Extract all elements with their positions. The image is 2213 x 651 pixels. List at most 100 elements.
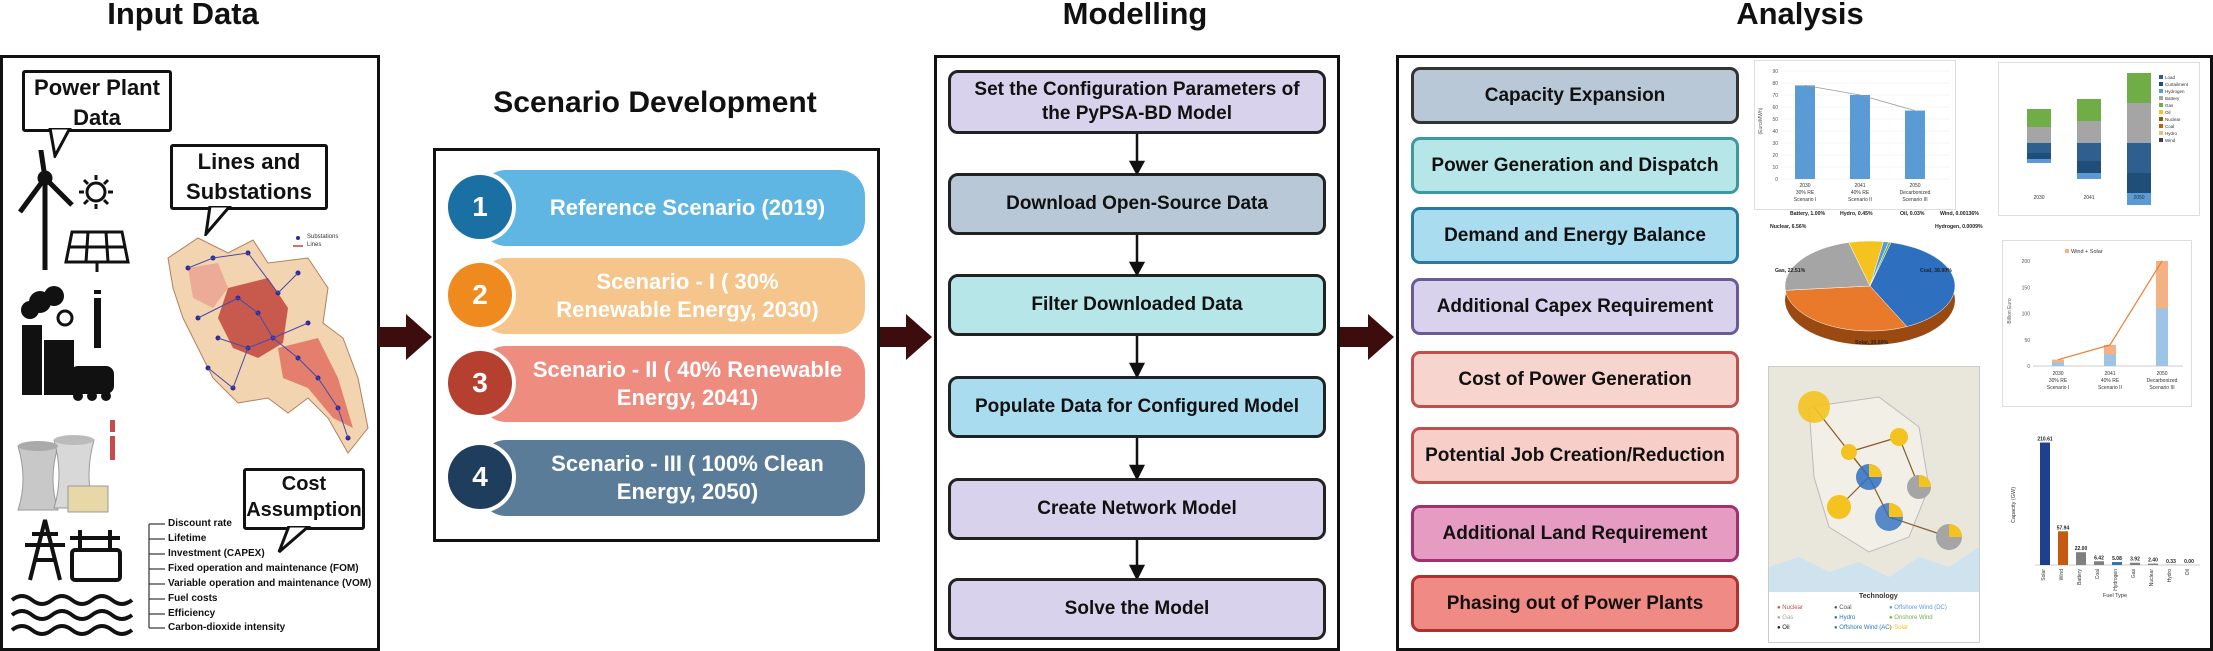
- data-label: 57.94: [2057, 525, 2070, 531]
- step-populate-data: Populate Data for Configured Model: [948, 376, 1326, 438]
- x-tick-label: Scenario I: [2047, 385, 2070, 391]
- x-tick-label: Solar: [2041, 569, 2047, 581]
- analysis-land-requirement: Additional Land Requirement: [1411, 505, 1739, 562]
- scenario-pill-2: Scenario - I ( 30% Renewable Energy, 203…: [480, 258, 865, 334]
- flow-arrow-icon: [878, 314, 932, 360]
- legend-label: Coal: [2165, 124, 2174, 129]
- cost-item: Investment (CAPEX): [168, 548, 265, 559]
- analysis-capex: Additional Capex Requirement: [1411, 278, 1739, 335]
- cost-item: Fixed operation and maintenance (FOM): [168, 563, 359, 574]
- y-tick-label: 0: [2027, 364, 2030, 370]
- power-plant-icons: [10, 150, 134, 636]
- legend-swatch: [2159, 138, 2163, 142]
- stack-segment: [2027, 143, 2051, 153]
- y-tick-label: 70: [1772, 93, 1778, 99]
- x-tick-label: 2050: [1909, 183, 1920, 189]
- legend-label: Wind: [2165, 138, 2176, 143]
- stack-segment: [2127, 103, 2151, 143]
- analysis-title: Analysis: [1736, 0, 1864, 31]
- x-tick-label: 2050: [2133, 195, 2144, 201]
- bangladesh-grid-map: [167, 236, 369, 454]
- coal-plant-icon: [21, 286, 114, 401]
- x-tick-label: 2030: [2052, 371, 2063, 377]
- stack-segment: [2077, 99, 2101, 121]
- stack-segment: [2027, 109, 2051, 127]
- bar: [2052, 359, 2064, 366]
- legend-label: Load: [2165, 75, 2176, 80]
- legend-swatch: [2065, 249, 2069, 253]
- bar: [2058, 531, 2068, 565]
- y-tick-label: 40: [1772, 129, 1778, 135]
- analysis-power-generation: Power Generation and Dispatch: [1411, 137, 1739, 194]
- cost-item: Carbon-dioxide intensity: [168, 622, 286, 633]
- x-tick-label: 2030: [1799, 183, 1810, 189]
- data-label: 2.40: [2148, 558, 2158, 564]
- bar: [2130, 562, 2140, 565]
- y-tick-label: 60: [1772, 105, 1778, 111]
- stack-segment: [2077, 143, 2101, 161]
- legend-label: Oil: [2165, 110, 2171, 115]
- y-tick-label: 50: [2024, 338, 2030, 344]
- data-label: 0.33: [2166, 559, 2176, 565]
- x-tick-label: 2050: [2156, 371, 2167, 377]
- x-tick-label: Scenario I: [1794, 197, 1817, 203]
- legend-swatch: [2159, 82, 2163, 86]
- pie-label: Wind, 0.00136%: [1940, 211, 1979, 217]
- step-solve-model: Solve the Model: [948, 578, 1326, 640]
- map-legend-lines: Lines: [307, 242, 322, 248]
- stack-segment: [2027, 153, 2051, 159]
- legend-label: Wind + Solar: [2071, 249, 2103, 255]
- x-tick-label: Gas: [2131, 569, 2137, 579]
- x-tick-label: 40% RE: [1851, 190, 1870, 196]
- bar: [2040, 442, 2050, 565]
- map-legend-item: ● Hydro: [1834, 615, 1856, 621]
- bar-segment: [2104, 345, 2116, 355]
- stack-segment: [2127, 73, 2151, 103]
- thumb-generation-map: Technology ● Nuclear ● Coal ● Offshore W…: [1768, 366, 1980, 643]
- map-legend-item: ● Coal: [1834, 605, 1852, 611]
- data-label: 0.00: [2184, 559, 2194, 565]
- cost-item: Fuel costs: [168, 593, 218, 604]
- y-tick-label: 80: [1772, 81, 1778, 87]
- x-tick-label: 30% RE: [2049, 378, 2068, 384]
- power-plant-data-label: Power Plant Data: [22, 70, 172, 132]
- legend-label: Gas: [2165, 103, 2174, 108]
- data-label: 210.61: [2037, 437, 2053, 443]
- flow-arrow-icon: [1340, 314, 1394, 360]
- bar: [1850, 95, 1870, 179]
- legend-swatch: [2159, 131, 2163, 135]
- y-tick-label: 0: [1775, 177, 1778, 183]
- cost-item: Variable operation and maintenance (VOM): [168, 578, 372, 589]
- map-legend-item: ● Nuclear: [1777, 605, 1803, 611]
- y-axis-label: Billion Euro: [2007, 298, 2013, 324]
- scenario-number-1: 1: [448, 175, 512, 239]
- analysis-demand-balance: Demand and Energy Balance: [1411, 207, 1739, 264]
- y-tick-label: 50: [1772, 117, 1778, 123]
- pie-slice: [1869, 242, 1956, 327]
- stack-segment: [2127, 143, 2151, 173]
- map-legend-item: ● Offshore Wind (DC): [1889, 605, 1947, 611]
- x-tick-label: Scenario III: [1902, 197, 1927, 203]
- map-legend-item: ● Onshore Wind: [1889, 615, 1933, 621]
- scenario-pill-3: Scenario - II ( 40% Renewable Energy, 20…: [480, 346, 865, 422]
- y-axis-label: (Euro/MWh): [1758, 107, 1764, 134]
- x-tick-label: Decarbonized: [2147, 378, 2178, 384]
- scenario-pill-4: Scenario - III ( 100% Clean Energy, 2050…: [480, 440, 865, 516]
- nuclear-plant-icon: [17, 420, 115, 513]
- pie-label: Oil, 0.03%: [1900, 211, 1925, 217]
- x-tick-label: Hydrogen: [2113, 569, 2119, 591]
- data-label: 5.08: [2112, 556, 2122, 562]
- map-legend-item: ● Offshore Wind (AC): [1834, 625, 1892, 631]
- trend-line: [2057, 260, 2163, 361]
- legend-swatch: [2159, 96, 2163, 100]
- legend-swatch: [2159, 75, 2163, 79]
- x-tick-label: 2041: [2083, 195, 2094, 201]
- analysis-job-creation: Potential Job Creation/Reduction: [1411, 427, 1739, 484]
- lines-substations-label: Lines and Substations: [170, 144, 328, 210]
- y-axis-label: Capacity (GW): [2011, 487, 2017, 523]
- cost-item: Discount rate: [168, 518, 232, 529]
- stack-segment: [2127, 193, 2151, 205]
- analysis-cost-generation: Cost of Power Generation: [1411, 351, 1739, 408]
